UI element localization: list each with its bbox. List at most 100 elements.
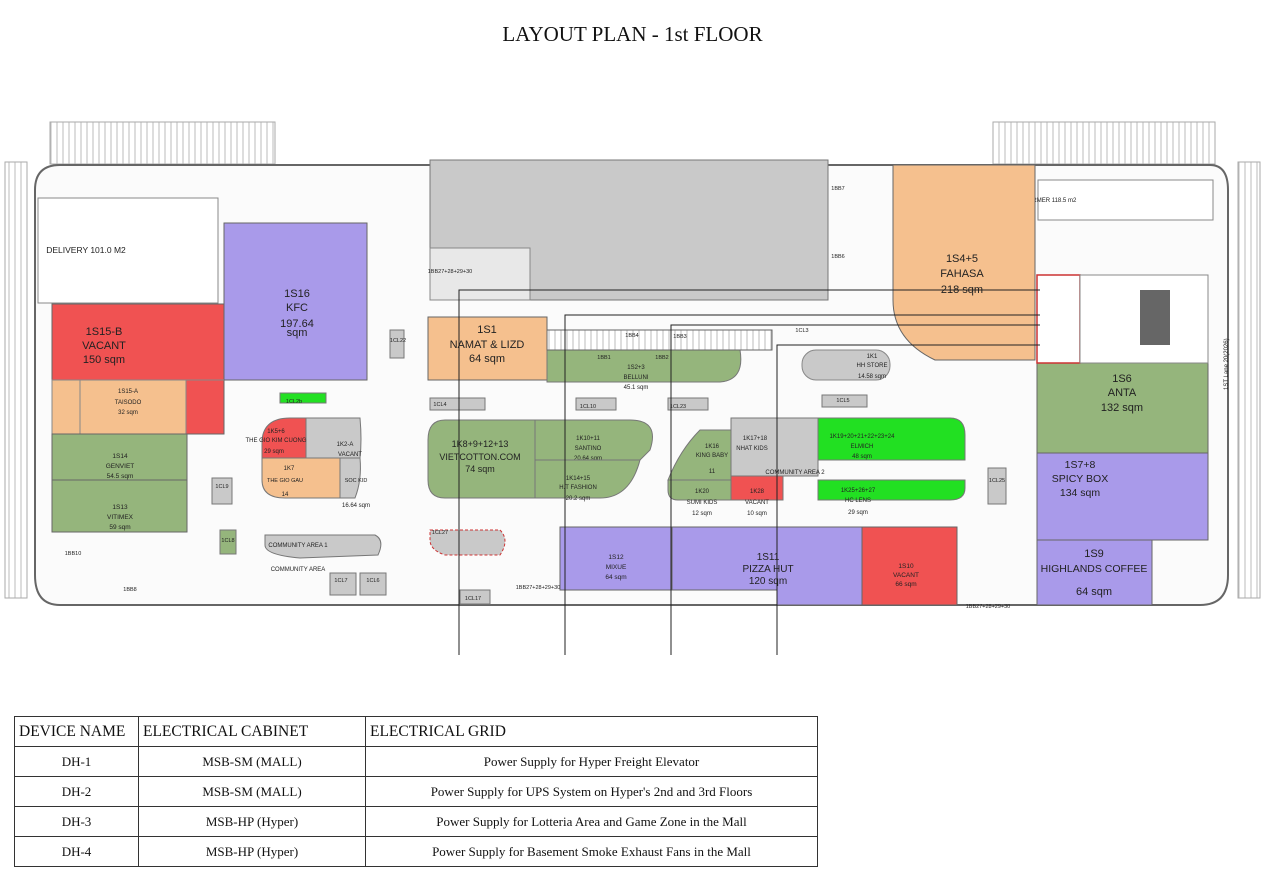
svg-text:VACANT: VACANT (338, 452, 362, 458)
electrical-grid: Power Supply for UPS System on Hyper's 2… (365, 776, 818, 807)
svg-text:1BB27+28+29+30: 1BB27+28+29+30 (428, 269, 473, 275)
unit-1k20 (667, 479, 732, 501)
svg-text:1CL10: 1CL10 (580, 404, 596, 410)
svg-text:1K28: 1K28 (750, 489, 765, 495)
cabinet-1cl25 (987, 467, 1007, 505)
svg-text:1CL27: 1CL27 (432, 530, 448, 536)
svg-text:1K10+11: 1K10+11 (576, 436, 600, 442)
hatch-right (1237, 161, 1261, 599)
electrical-cabinet: MSB-HP (Hyper) (138, 806, 366, 837)
svg-text:1S2+3: 1S2+3 (627, 365, 645, 371)
cabinet-1cl7 (329, 572, 357, 596)
table-row: DH-1 MSB-SM (MALL) Power Supply for Hype… (14, 746, 818, 777)
svg-text:FAHASA: FAHASA (940, 268, 984, 280)
svg-text:THE GIO GAU: THE GIO GAU (267, 478, 303, 484)
svg-text:132 sqm: 132 sqm (1101, 402, 1143, 414)
svg-text:150 sqm: 150 sqm (83, 354, 125, 366)
svg-text:45.1 sqm: 45.1 sqm (624, 385, 649, 391)
electrical-grid: Power Supply for Lotteria Area and Game … (365, 806, 818, 837)
unit-1s14 (51, 433, 188, 481)
svg-text:1CL6: 1CL6 (366, 578, 379, 584)
cabinet-1cl17 (459, 589, 491, 605)
unit-1s15a-box (79, 379, 187, 435)
svg-text:32 sqm: 32 sqm (118, 410, 138, 416)
svg-text:1CL2b: 1CL2b (286, 399, 302, 405)
svg-text:1CL4: 1CL4 (433, 402, 446, 408)
svg-text:1S4+5: 1S4+5 (946, 253, 978, 265)
svg-text:GENVIET: GENVIET (106, 463, 135, 470)
svg-text:1BB4: 1BB4 (625, 333, 638, 339)
cabinet-1cl10 (575, 397, 617, 411)
unit-1s4-5 (892, 164, 1036, 361)
svg-text:1BB2: 1BB2 (655, 355, 668, 361)
svg-text:H.T FASHION: H.T FASHION (559, 485, 597, 491)
svg-text:1S14: 1S14 (112, 453, 128, 460)
svg-text:SPICY BOX: SPICY BOX (1052, 473, 1108, 485)
unit-1k2a (261, 417, 307, 459)
svg-text:64 sqm: 64 sqm (469, 353, 505, 365)
svg-text:1S1: 1S1 (477, 324, 497, 336)
svg-text:NAMAT & LIZD: NAMAT & LIZD (450, 339, 525, 351)
svg-text:64 sqm: 64 sqm (1076, 586, 1112, 598)
page-title: LAYOUT PLAN - 1st FLOOR (502, 22, 763, 46)
svg-text:1K1: 1K1 (867, 354, 878, 360)
svg-text:120 sqm: 120 sqm (749, 576, 787, 587)
unit-1s1 (427, 316, 548, 381)
electrical-grid: Power Supply for Hyper Freight Elevator (365, 746, 818, 777)
svg-text:1K8+9+12+13: 1K8+9+12+13 (452, 439, 509, 449)
svg-text:1S6: 1S6 (1112, 373, 1132, 385)
hatch-top-right (992, 121, 1216, 165)
core-stair (429, 247, 531, 301)
cabinet-1cl8 (219, 529, 237, 555)
escalator-strip (546, 329, 773, 351)
svg-text:1K7: 1K7 (284, 466, 295, 472)
svg-text:KFC: KFC (286, 302, 308, 314)
svg-text:10 sqm: 10 sqm (747, 511, 767, 517)
svg-text:1CL22: 1CL22 (390, 338, 406, 344)
header-device-name: DEVICE NAME (14, 716, 139, 747)
svg-text:HC LENS: HC LENS (845, 498, 871, 504)
svg-text:MIXUE: MIXUE (606, 564, 627, 571)
svg-text:VACANT: VACANT (82, 340, 126, 352)
svg-text:66 sqm: 66 sqm (895, 581, 916, 588)
electrical-grid: Power Supply for Basement Smoke Exhaust … (365, 836, 818, 867)
unit-1s7-8 (1036, 452, 1209, 541)
svg-text:1K16: 1K16 (705, 444, 720, 450)
svg-text:1S15-B: 1S15-B (86, 326, 123, 338)
svg-text:59 sqm: 59 sqm (109, 524, 130, 531)
cabinet-1cl6 (359, 572, 387, 596)
svg-text:1BB27+28+29+30: 1BB27+28+29+30 (516, 585, 561, 591)
svg-text:KING BABY: KING BABY (696, 453, 728, 459)
svg-text:1K5+6: 1K5+6 (267, 429, 285, 435)
header-electrical-grid: ELECTRICAL GRID (365, 716, 818, 747)
svg-text:14.58 sqm: 14.58 sqm (858, 374, 886, 380)
svg-text:1BB27+28+29+30: 1BB27+28+29+30 (966, 604, 1011, 610)
delivery-room (37, 197, 219, 304)
svg-text:VITIMEX: VITIMEX (107, 514, 134, 521)
unit-1k10-11 (534, 419, 653, 461)
unit-1k17-18 (730, 417, 819, 477)
cabinet-1cl23 (667, 397, 709, 411)
svg-text:1BB10: 1BB10 (65, 551, 82, 557)
unit-1k28 (730, 475, 784, 501)
floor-plan: DELIVERY 101.0 M2 TRANSFORMER 118.5 m2 1… (4, 121, 1261, 655)
svg-text:1S7+8: 1S7+8 (1065, 459, 1096, 471)
side-note: 1ST Lane 20(2026) (1224, 338, 1230, 390)
svg-text:1S9: 1S9 (1084, 548, 1104, 560)
svg-text:VIETCOTTON.COM: VIETCOTTON.COM (439, 452, 520, 462)
electrical-cabinet: MSB-HP (Hyper) (138, 836, 366, 867)
svg-text:29 sqm: 29 sqm (848, 510, 868, 516)
unit-1k14-15 (534, 459, 641, 499)
svg-text:PIZZA HUT: PIZZA HUT (742, 564, 793, 575)
svg-text:THE GIO KIM CUONG: THE GIO KIM CUONG (245, 438, 306, 444)
unit-1k5-6 (261, 457, 341, 499)
unit-1k7 (339, 457, 361, 499)
svg-text:1BB7: 1BB7 (831, 186, 844, 192)
table-row: DH-2 MSB-SM (MALL) Power Supply for UPS … (14, 776, 818, 807)
svg-text:HH STORE: HH STORE (857, 363, 888, 369)
hatch-left (4, 161, 28, 599)
community-area-1 (264, 534, 382, 559)
svg-text:29 sqm: 29 sqm (264, 449, 284, 455)
unit-1k25-27 (817, 479, 966, 501)
svg-text:20.64 sqm: 20.64 sqm (574, 456, 602, 462)
